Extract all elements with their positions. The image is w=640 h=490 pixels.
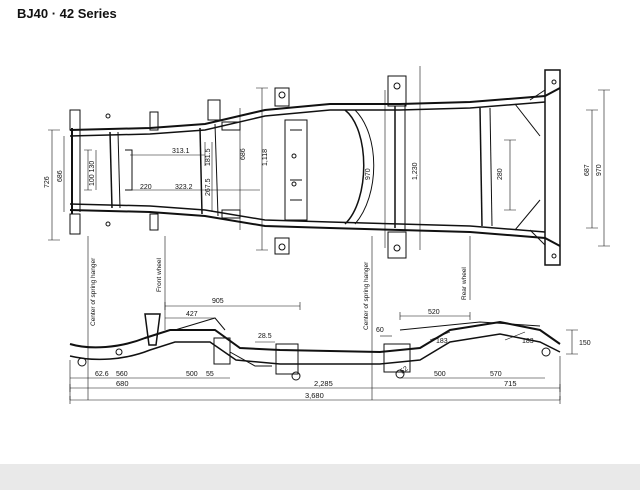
dim-905: 905 (212, 298, 224, 305)
dim-427: 427 (186, 311, 198, 318)
dim-181-5: 181.5 (205, 148, 212, 166)
dim-150: 150 (579, 340, 591, 347)
frame-top-view (69, 69, 561, 266)
top-dimension-lines (48, 66, 610, 400)
label-spring-hanger-rear: Center of spring hanger (363, 261, 370, 330)
dim-970-mid: 970 (365, 168, 372, 180)
dim-313-1: 313.1 (172, 148, 190, 155)
dim-62-6: 62.6 (95, 371, 109, 378)
side-view-dimensions: 905 427 28.5 60 520 183 183 150 52 62.6 … (95, 298, 591, 400)
dim-1118: 1,118 (262, 149, 269, 166)
dim-500-b: 500 (434, 371, 446, 378)
dim-183-b: 183 (522, 338, 534, 345)
dim-715: 715 (504, 379, 517, 388)
frame-side-view (69, 313, 561, 381)
dim-100-130: 100 130 (89, 161, 96, 186)
dim-2285: 2,285 (314, 379, 333, 388)
dim-680: 680 (116, 379, 129, 388)
dim-280: 280 (497, 168, 504, 180)
dim-183-a: 183 (436, 338, 448, 345)
label-rear-wheel: Rear wheel (461, 267, 468, 300)
label-front-wheel: Front wheel (156, 257, 163, 292)
dim-1230: 1,230 (412, 162, 419, 180)
dim-686-mid: 686 (240, 148, 247, 160)
reference-labels: Center of spring hanger Front wheel Cent… (90, 257, 468, 330)
dim-220: 220 (140, 184, 152, 191)
top-view-dimensions: 726 686 100 130 220 313.1 323.2 181.5 26… (44, 148, 603, 196)
dim-323-2: 323.2 (175, 184, 193, 191)
label-spring-hanger-front: Center of spring hanger (90, 257, 97, 326)
dim-687: 687 (584, 164, 591, 176)
side-dimension-lines (69, 302, 578, 404)
dim-267-5: 267.5 (205, 178, 212, 196)
dim-970-right: 970 (596, 164, 603, 176)
dim-55: 55 (206, 371, 214, 378)
dim-60: 60 (376, 327, 384, 334)
dim-570: 570 (490, 371, 502, 378)
dim-28-5: 28.5 (258, 333, 272, 340)
page-title: BJ40 · 42 Series (17, 6, 117, 21)
dim-686-left: 686 (57, 170, 64, 182)
page-footer-bar (0, 464, 640, 490)
dim-520: 520 (428, 309, 440, 316)
dim-560: 560 (116, 371, 128, 378)
dim-500-a: 500 (186, 371, 198, 378)
dim-726: 726 (44, 176, 51, 188)
dim-52: 52 (399, 365, 409, 375)
dim-3680: 3,680 (305, 391, 324, 400)
